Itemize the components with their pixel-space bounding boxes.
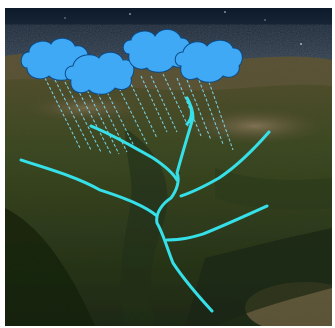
tributary-upper-branch (185, 96, 193, 126)
tributary-left-lower (19, 158, 159, 218)
terrain-svg (5, 8, 332, 326)
stars (64, 11, 302, 45)
stream-network (19, 96, 271, 313)
terrain (5, 53, 332, 326)
tributary-right-lower (165, 204, 269, 242)
tributary-left-upper (89, 124, 179, 182)
cloud-icon (174, 39, 243, 83)
clouds (20, 29, 243, 95)
rain-streaks (44, 73, 234, 155)
terrain-illustration (5, 8, 332, 326)
main-channel (155, 96, 214, 313)
tributary-right-upper (179, 130, 271, 198)
